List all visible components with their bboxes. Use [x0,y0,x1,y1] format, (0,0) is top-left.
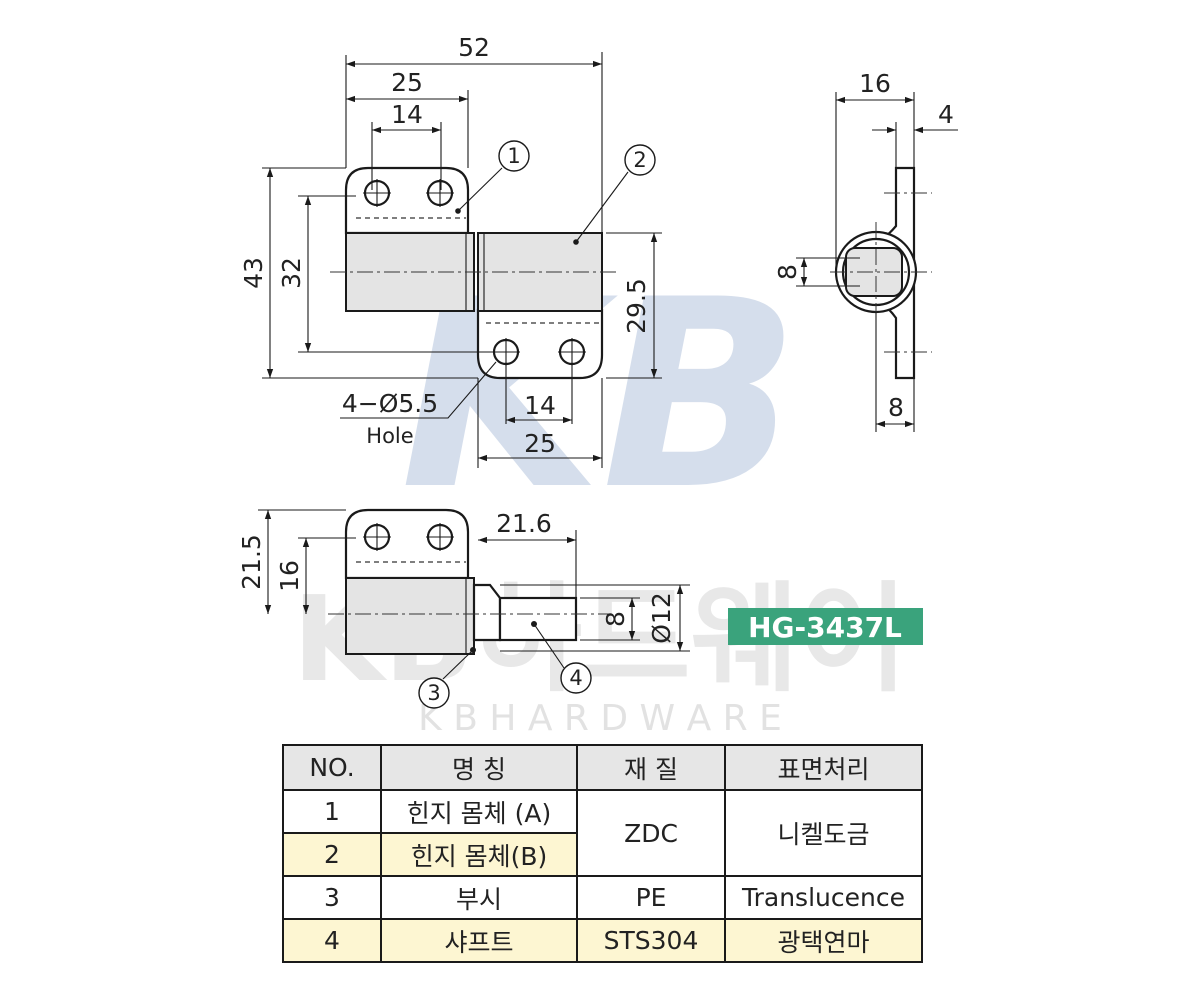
row-name: 샤프트 [380,918,578,963]
table-row: 2 힌지 몸체(B) [282,832,922,877]
side-dim-8-bore: 8 [773,264,802,280]
callout-1: 1 [507,144,520,168]
side-dim-4: 4 [938,100,954,129]
model-badge-text: HG-3437L [748,611,902,644]
top-dim-16: 16 [275,560,304,592]
front-view: 52 25 14 43 32 29.5 14 25 4−Ø5.5 Hole 1 … [239,33,662,468]
dim-52: 52 [458,33,490,62]
dim-25-bottom: 25 [524,429,556,458]
dim-43: 43 [239,257,268,289]
header-no: NO. [282,744,382,791]
header-finish: 표면처리 [724,744,923,791]
mounting-hole-icon [363,179,586,366]
dim-29-5: 29.5 [622,278,651,334]
row-material: STS304 [576,918,726,963]
side-dim-16: 16 [859,69,891,98]
top-dim-8: 8 [601,611,630,627]
table-row: 3 부시 PE Translucence [282,875,923,920]
top-dim-dia-12: Ø12 [647,592,676,644]
row-finish: 광택연마 [724,918,923,963]
top-view-collar [472,583,502,642]
top-view-body [345,577,475,655]
side-view: 16 4 8 8 [773,69,958,432]
hole-note-size: 4−Ø5.5 [342,389,438,418]
dim-14-top: 14 [391,100,423,129]
dim-32: 32 [277,257,306,289]
side-dim-8-flange: 8 [888,393,904,422]
row-material: PE [576,875,726,920]
callout-circle-1 [498,140,530,172]
dim-14-bottom: 14 [524,391,556,420]
parts-table: NO. 명 칭 재 질 표면처리 1 힌지 몸체 (A) ZDC 니켈도금 2 … [282,744,923,963]
top-view: 21.5 16 21.6 8 Ø12 3 4 [237,508,690,709]
row-no: 3 [282,875,382,920]
mounting-hole-icon [363,523,454,551]
top-dim-21-6: 21.6 [496,509,552,538]
header-material: 재 질 [576,744,726,791]
table-header-row: NO. 명 칭 재 질 표면처리 [282,744,923,791]
row-name: 힌지 몸체 (A) [380,789,578,834]
row-no: 4 [282,918,382,963]
hole-note-label: Hole [366,424,413,448]
row-name: 부시 [380,875,578,920]
callout-circle-3 [418,677,450,709]
model-badge: HG-3437L [728,608,923,645]
row-no: 1 [282,789,382,834]
callout-circle-2 [624,144,656,176]
dim-25-top: 25 [391,68,423,97]
callout-2: 2 [633,148,646,172]
header-name: 명 칭 [380,744,578,791]
callout-circle-4 [560,662,592,694]
top-view-shaft [498,596,578,642]
table-row: 1 힌지 몸체 (A) ZDC 니켈도금 [282,789,923,877]
callout-3: 3 [427,681,440,705]
callout-4: 4 [569,666,582,690]
row-no: 2 [282,832,382,877]
top-dim-21-5: 21.5 [237,534,266,590]
table-row: 4 샤프트 STS304 광택연마 [282,918,923,963]
row-name: 힌지 몸체(B) [380,832,578,877]
watermark-brand-en: K B H A R D W A R E [418,698,782,739]
model-badge-bg [728,608,923,645]
technical-drawing: KB KB하드웨어 K B H A R D W A R E [237,33,958,739]
row-finish: Translucence [724,875,923,920]
row-finish: 니켈도금 [724,789,923,877]
row-material: ZDC [576,789,726,877]
